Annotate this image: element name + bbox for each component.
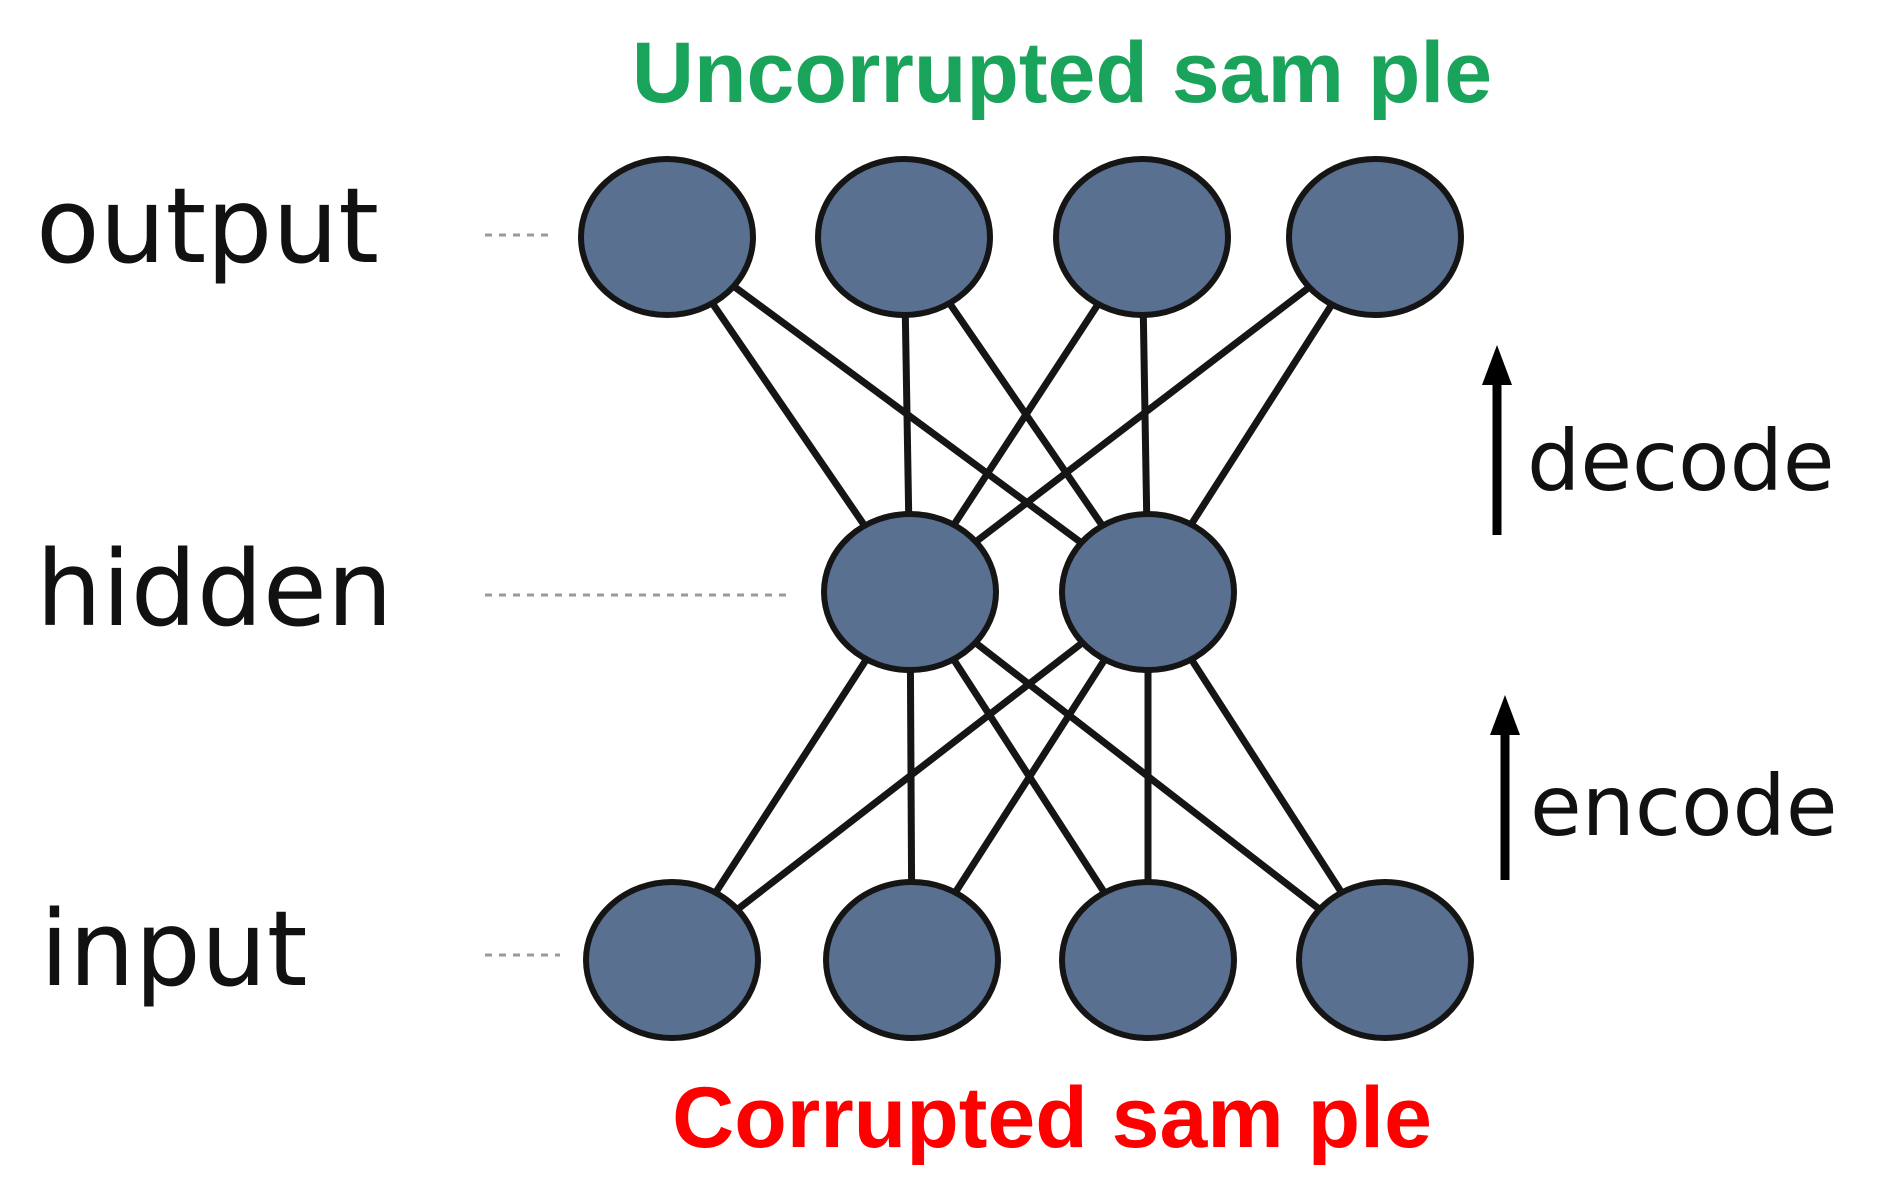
output-neuron-4	[1286, 156, 1464, 318]
output-neuron-2	[815, 156, 993, 318]
hidden-neuron-1	[821, 511, 999, 673]
output-layer-label: output	[36, 165, 379, 287]
encode-label: encode	[1530, 757, 1838, 855]
edge-hidden-2-output-1	[664, 234, 1151, 595]
decode-label: decode	[1527, 412, 1835, 510]
input-neuron-3	[1059, 879, 1237, 1041]
input-neuron-1	[583, 879, 761, 1041]
neurons	[578, 156, 1474, 1041]
connections	[664, 234, 1388, 963]
decode-arrow-icon	[1482, 345, 1512, 535]
input-layer-label: input	[40, 888, 308, 1010]
top-caption: Uncorrupted sam ple	[632, 25, 1492, 121]
output-neuron-3	[1053, 156, 1231, 318]
input-neuron-2	[823, 879, 1001, 1041]
hidden-neuron-2	[1059, 511, 1237, 673]
input-neuron-4	[1296, 879, 1474, 1041]
output-neuron-1	[578, 156, 756, 318]
encode-arrow-icon	[1490, 695, 1520, 880]
edge-input-1-hidden-2	[669, 589, 1151, 963]
hidden-layer-label: hidden	[36, 528, 393, 650]
bottom-caption: Corrupted sam ple	[672, 1070, 1432, 1166]
